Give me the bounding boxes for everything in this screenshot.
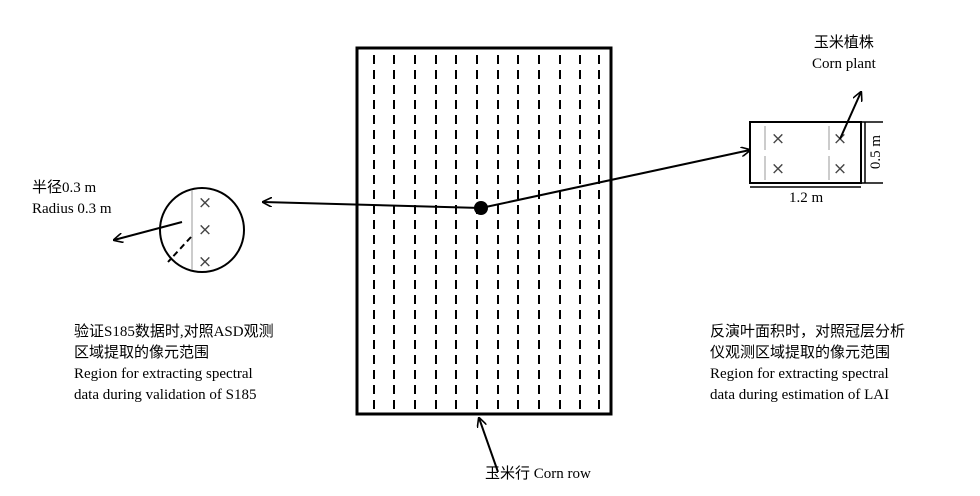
field-plot-border — [355, 46, 613, 416]
arrow-to-lai-region — [480, 150, 750, 209]
plant-marker: × — [198, 193, 212, 213]
radius-arrow — [114, 221, 183, 240]
right-caption-zh-2: 仪观测区域提取的像元范围 — [710, 345, 891, 361]
width-label: 1.2 m — [789, 190, 824, 206]
corn-plant-label: 玉米植株 Corn plant — [812, 33, 876, 75]
right-caption-en-1: Region for extracting spectral — [710, 366, 889, 382]
left-caption-zh-1: 验证S185数据时,对照ASD观测 — [74, 324, 274, 340]
radius-dash — [167, 236, 192, 263]
plant-marker: × — [198, 220, 212, 240]
asd-circular-region: × × × — [114, 187, 245, 273]
left-caption-en-1: Region for extracting spectral — [74, 366, 253, 382]
corn-row-label: 玉米行 Corn row — [485, 466, 591, 482]
lai-rectangular-region: × × × × 0.5 m — [749, 92, 884, 188]
right-caption: 反演叶面积时，对照冠层分析 仪观测区域提取的像元范围 Region for ex… — [710, 322, 905, 406]
plant-marker: × — [771, 159, 785, 179]
radius-label-zh: 半径0.3 m — [32, 180, 97, 196]
right-caption-en-2: data during estimation of LAI — [710, 387, 890, 403]
corn-row-arrow — [479, 418, 499, 473]
plant-marker: × — [198, 252, 212, 272]
left-caption: 验证S185数据时,对照ASD观测 区域提取的像元范围 Region for e… — [74, 322, 274, 406]
left-caption-en-2: data during validation of S185 — [74, 387, 257, 403]
field-plot — [355, 46, 613, 416]
asd-region-circle — [159, 187, 245, 273]
radius-label: 半径0.3 m Radius 0.3 m — [32, 178, 112, 220]
corn-plant-arrow — [839, 92, 861, 140]
plant-marker: × — [771, 129, 785, 149]
right-caption-zh-1: 反演叶面积时，对照冠层分析 — [710, 324, 906, 340]
corn-plant-label-en: Corn plant — [812, 56, 876, 72]
plant-marker: × — [833, 159, 847, 179]
arrow-to-asd-region — [263, 202, 482, 209]
height-label: 0.5 m — [868, 135, 884, 170]
radius-label-en: Radius 0.3 m — [32, 201, 112, 217]
corn-plant-label-zh: 玉米植株 — [813, 35, 874, 51]
left-caption-zh-2: 区域提取的像元范围 — [74, 345, 210, 361]
